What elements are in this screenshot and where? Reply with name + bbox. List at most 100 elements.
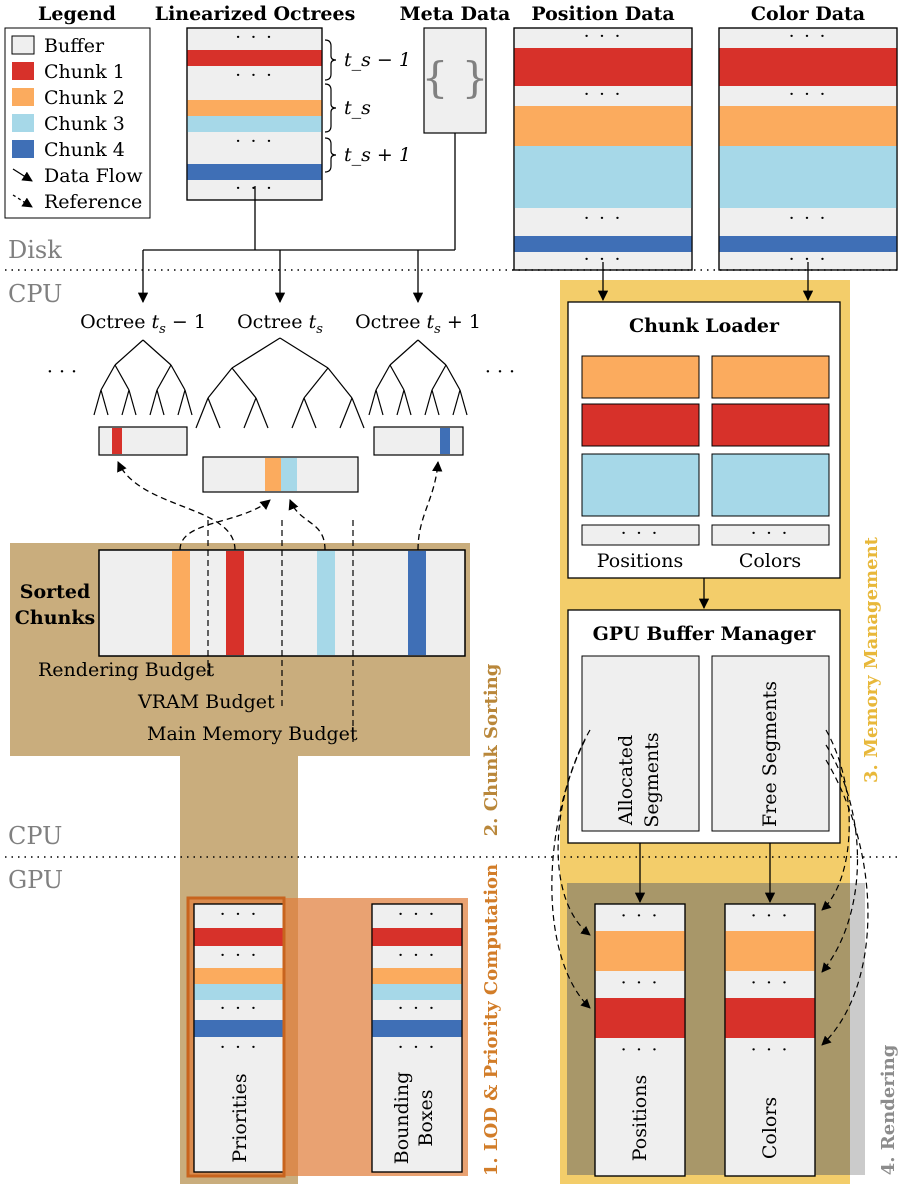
priorities-ellipsis: · · · xyxy=(220,1037,259,1058)
loader-colors-chunk1 xyxy=(711,403,830,447)
loader-positions-label: Positions xyxy=(597,550,683,572)
bounding-boxes-ellipsis: · · · xyxy=(398,904,437,925)
curly-braces-icon: { } xyxy=(422,53,489,102)
octree-buffer-next xyxy=(373,426,464,456)
brace-label-0: t_s − 1 xyxy=(344,49,411,71)
meta-data-buffer xyxy=(423,27,487,134)
bounding-boxes-chunk2-segment xyxy=(372,968,462,984)
bounding-boxes-ellipsis: · · · xyxy=(398,1037,437,1058)
brace-0 xyxy=(324,39,337,81)
priorities-label: Priorities xyxy=(229,1073,251,1162)
legend-label-1: Chunk 1 xyxy=(44,61,125,83)
octree-tree-next xyxy=(368,339,468,416)
free-segments-box xyxy=(711,655,830,832)
loader-positions-chunk3 xyxy=(581,453,700,517)
position-data-ellipsis: · · · xyxy=(584,208,623,229)
stage-rendering-label: 4. Rendering xyxy=(878,1044,899,1175)
gpu-positions-chunk2-segment xyxy=(595,931,685,971)
gpu-positions-ellipsis: · · · xyxy=(621,973,660,994)
loader-positions-chunk1 xyxy=(581,403,700,447)
gpu-buffer-manager-title: GPU Buffer Manager xyxy=(593,623,817,645)
sorted-chunk3 xyxy=(317,551,335,655)
legend-label-0: Buffer xyxy=(44,35,105,57)
allocated-label-line1: Allocated xyxy=(615,735,637,826)
linearized-octree-ellipsis: · · · xyxy=(235,131,274,152)
loader-positions-buffer xyxy=(581,524,700,546)
position-data-title: Position Data xyxy=(531,3,674,25)
sorted-chunk4 xyxy=(408,551,426,655)
stage-chunk-sorting-label: 2. Chunk Sorting xyxy=(481,663,502,836)
disk-to-octree-flow xyxy=(137,133,814,304)
legend-title: Legend xyxy=(38,3,116,25)
gpu-colors-ellipsis: · · · xyxy=(751,973,790,994)
cpu-label-bottom: CPU xyxy=(8,822,62,850)
color-data-ellipsis: · · · xyxy=(789,26,828,47)
legend-swatch-0 xyxy=(11,35,35,55)
svg-text:Sorted: Sorted xyxy=(20,581,91,603)
data-flow-arrow-icon xyxy=(12,168,33,182)
color-data-chunk2-segment xyxy=(719,106,897,146)
octree-buffer-prev-chunk1 xyxy=(112,428,122,454)
octree-buffer-current-chunk3 xyxy=(281,458,297,491)
manager-to-gpu-flow xyxy=(634,843,776,904)
legend-label-3: Chunk 3 xyxy=(44,113,125,135)
octree-ellipsis-right: · · · xyxy=(485,361,515,383)
position-data-chunk2-segment xyxy=(514,106,692,146)
sorted-chunks-label: Sorted Chunks xyxy=(15,581,95,629)
loader-colors-chunk3 xyxy=(711,453,830,517)
legend-label-5: Data Flow xyxy=(44,165,143,187)
bounding-label-line2: Boxes xyxy=(415,1089,437,1146)
time-step-braces: t_s − 1t_st_s + 1 xyxy=(324,39,411,173)
octree-buffer-next-chunk4 xyxy=(440,428,450,454)
loader-positions-ellipsis: · · · xyxy=(621,523,660,544)
legend-swatch-2 xyxy=(12,88,34,106)
priorities-ellipsis: · · · xyxy=(220,904,259,925)
color-data-chunk1-segment xyxy=(719,48,897,86)
bounding-boxes-chunk3-segment xyxy=(372,984,462,1000)
gpu-colors-chunk2-segment xyxy=(725,931,815,971)
sorted-chunk2 xyxy=(172,551,190,655)
bounding-boxes-chunk1-segment xyxy=(372,928,462,946)
brace-label-2: t_s + 1 xyxy=(344,144,411,166)
loader-positions-chunk2 xyxy=(581,355,700,399)
priorities-chunk4-segment xyxy=(194,1020,284,1037)
legend-label-6: Reference xyxy=(44,191,142,213)
gpu-colors-label: Colors xyxy=(759,1097,781,1159)
chunk-loader-panel: Chunk Loader · · ·· · · Positions Colors xyxy=(567,301,841,579)
position-data-ellipsis: · · · xyxy=(584,249,623,270)
bounding-boxes-ellipsis: · · · xyxy=(398,998,437,1019)
sorted-chunk1 xyxy=(226,551,244,655)
octree-ellipsis-left: · · · xyxy=(47,361,77,383)
gpu-positions-chunk1-segment xyxy=(595,998,685,1038)
position-data-chunk3-segment xyxy=(514,146,692,208)
position-data-buffer: · · ·· · ·· · ·· · · xyxy=(513,26,693,271)
gpu-positions-ellipsis: · · · xyxy=(621,906,660,927)
legend-swatch-4 xyxy=(12,140,34,158)
octree-trees xyxy=(93,337,468,429)
linearized-octree-chunk2-segment xyxy=(187,100,322,116)
legend-swatch-3 xyxy=(12,114,34,132)
loader-colors-label: Colors xyxy=(739,550,801,572)
legend-swatch-1 xyxy=(12,62,34,80)
linearized-octrees-buffer: · · ·· · ·· · ·· · · xyxy=(186,27,323,201)
stage-lod-priority-label: 1. LOD & Priority Computation xyxy=(481,864,502,1176)
segment-reference-arrows xyxy=(551,729,869,1046)
priorities-chunk1-segment xyxy=(194,928,284,946)
stage-memory-management-label: 3. Memory Management xyxy=(861,536,882,783)
legend-label-4: Chunk 4 xyxy=(44,139,125,161)
color-data-buffer: · · ·· · ·· · ·· · · xyxy=(718,26,898,271)
octrees-title: Linearized Octrees xyxy=(155,3,356,25)
chunk-reference-arrows xyxy=(117,460,443,551)
gpu-colors-buffer: · · ·· · ·· · · xyxy=(724,903,816,1177)
meta-title: Meta Data xyxy=(400,3,511,25)
gpu-buffer-manager-panel: GPU Buffer Manager Allocated Segments Fr… xyxy=(567,609,841,844)
priorities-chunk3-segment xyxy=(194,984,284,1000)
color-data-ellipsis: · · · xyxy=(789,84,828,105)
linearized-octree-chunk3-segment xyxy=(187,116,322,132)
octree-buffer-prev xyxy=(98,426,188,456)
octree-buffer-current-chunk2 xyxy=(265,458,281,491)
position-data-chunk1-segment xyxy=(514,48,692,86)
octree-chunk-buffers xyxy=(98,426,464,493)
